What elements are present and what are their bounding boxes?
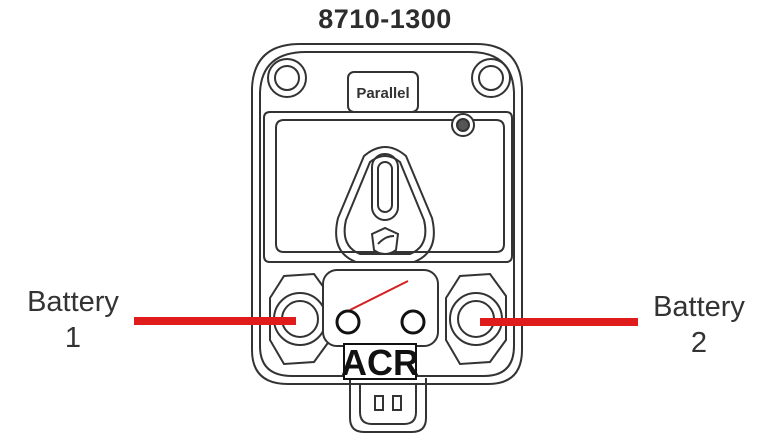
battery-1-label: Battery 1: [14, 284, 132, 356]
mode-label: Parallel: [356, 85, 409, 102]
status-led: [451, 113, 475, 137]
mode-label-box: [347, 71, 419, 113]
device-label-box: [343, 343, 417, 380]
bottom-connector: [349, 378, 427, 433]
switch-contact-right: [400, 309, 426, 335]
battery-1-label-line2: 1: [64, 322, 82, 354]
mounting-holes: [267, 58, 511, 98]
battery-2-label-line2: 2: [690, 327, 708, 359]
switch-symbol-box: [322, 269, 439, 347]
battery-2-label-line1: Battery: [653, 291, 745, 323]
battery-1-label-line1: Battery: [27, 286, 119, 318]
manual-control-knob[interactable]: [335, 146, 435, 263]
battery-2-label: Battery 2: [640, 289, 758, 361]
part-number-title: 8710-1300: [318, 4, 452, 34]
switch-contact-left: [335, 309, 361, 335]
device-label: ACR: [341, 342, 419, 383]
switch-contact-line: [349, 280, 409, 311]
